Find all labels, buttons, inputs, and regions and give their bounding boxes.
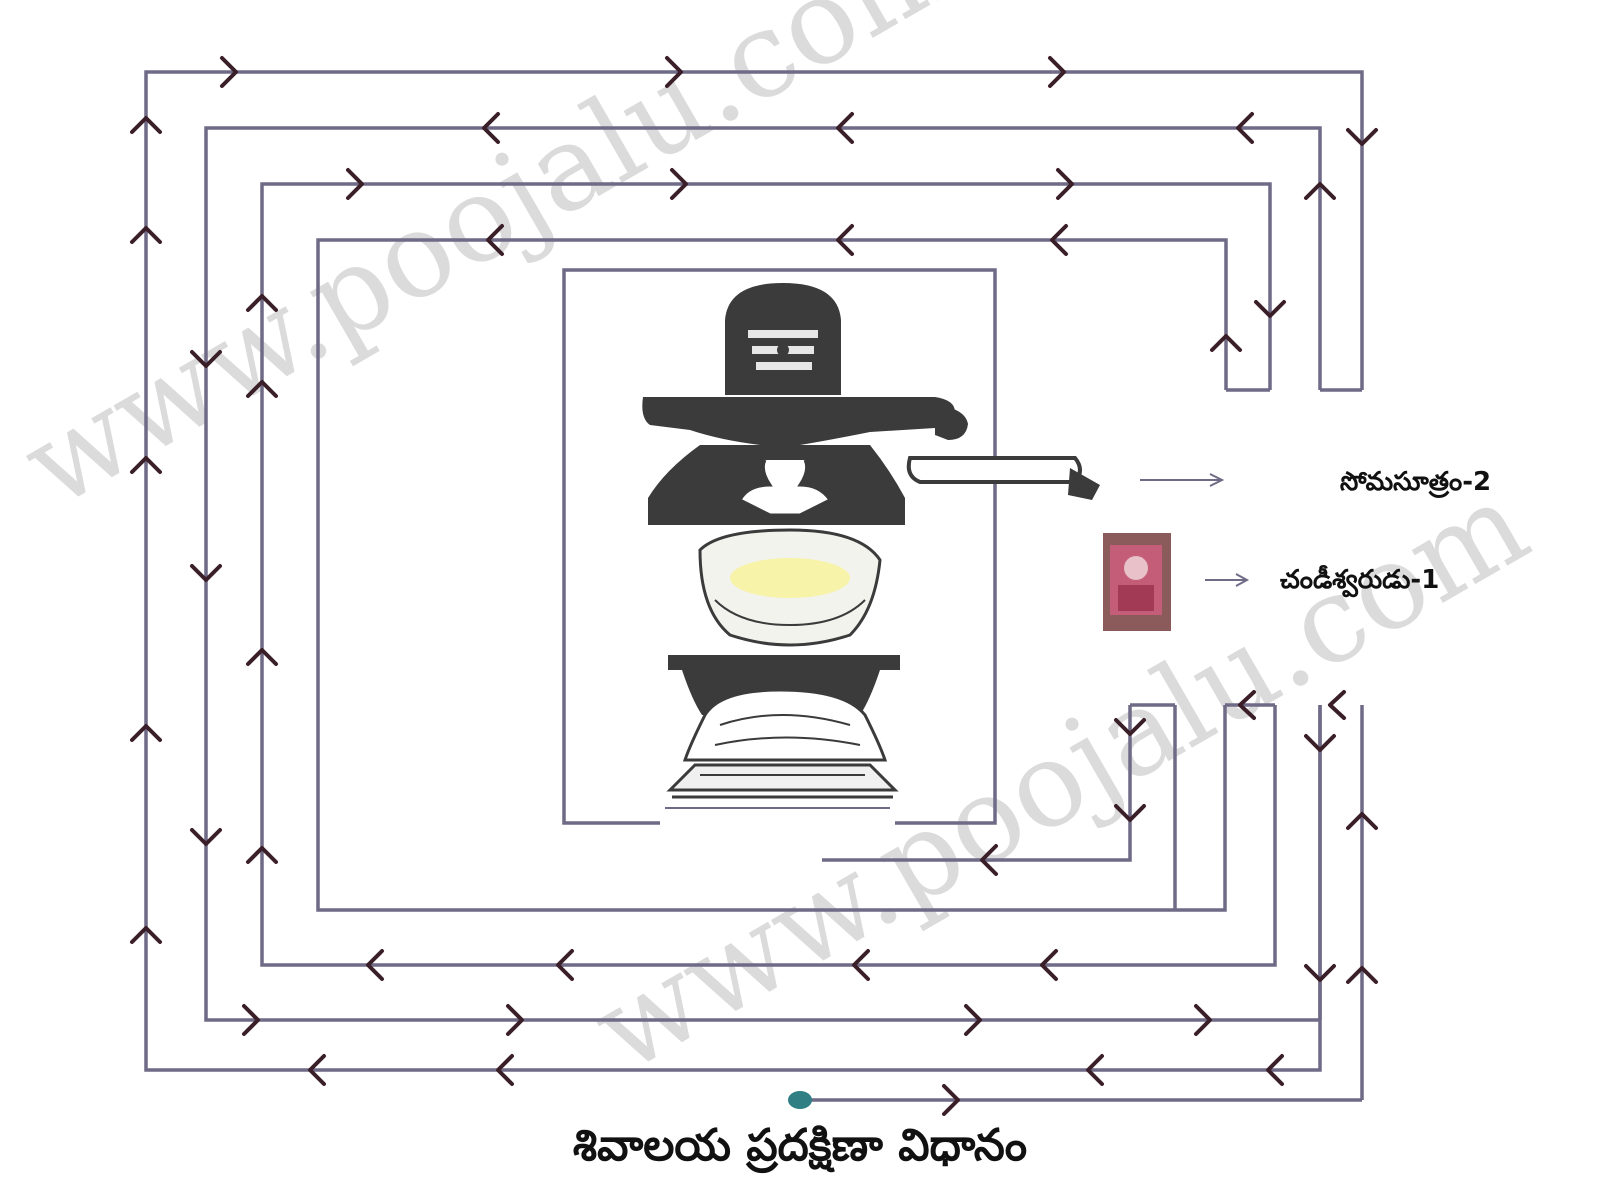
arrow-down (1304, 734, 1336, 752)
arrow-up (246, 846, 278, 864)
arrow-left (496, 1054, 514, 1086)
arrow-left (836, 224, 854, 256)
arrow-down (1254, 300, 1286, 318)
arrow-left (852, 949, 870, 981)
somasutram-arrow-head (1209, 473, 1225, 487)
arrow-down (190, 350, 222, 368)
arrow-up (130, 926, 162, 944)
arrow-up (1346, 966, 1378, 984)
chandeeshwara-picture-icon (1103, 533, 1171, 631)
arrow-up (246, 294, 278, 312)
arrow-left (1328, 690, 1346, 720)
arrow-down (190, 564, 222, 582)
arrow-right (506, 1004, 524, 1036)
arrow-right (665, 56, 683, 88)
path-loop-7 (822, 705, 1132, 862)
arrow-up (130, 724, 162, 742)
arrow-left (556, 949, 574, 981)
arrow-right (1056, 168, 1074, 200)
arrow-up (1304, 182, 1336, 200)
sanctum-wall (562, 268, 997, 825)
shiva-lingam-with-nandi-icon (642, 283, 1100, 799)
path-loop-3 (260, 182, 1277, 967)
arrow-right (964, 1004, 982, 1036)
arrow-left (1086, 1054, 1104, 1086)
diagram-title: శివాలయ ప్రదక్షిణా విధానం (573, 1120, 1027, 1174)
arrow-right (1194, 1004, 1212, 1036)
arrow-right (670, 168, 688, 200)
path-loop-2 (204, 126, 1322, 1022)
arrow-right (220, 56, 238, 88)
arrow-down (1114, 804, 1146, 822)
label-arrows (1140, 473, 1250, 587)
arrow-up (130, 226, 162, 244)
arrow-left (1236, 112, 1254, 144)
arrow-left (1238, 690, 1256, 720)
arrow-up (246, 648, 278, 666)
arrow-left (836, 112, 854, 144)
arrow-left (980, 844, 998, 876)
label-somasutram: సోమసూత్రం-2 (1340, 467, 1491, 498)
arrow-up (246, 380, 278, 398)
arrow-right (346, 168, 364, 200)
arrow-down (190, 828, 222, 846)
arrow-down (1114, 718, 1146, 736)
start-point-dot-icon (788, 1091, 812, 1109)
arrow-right (942, 1084, 960, 1116)
arrow-left (482, 112, 500, 144)
arrow-left (486, 224, 504, 256)
label-chandeeshwarudu: చండీశ్వరుడు-1 (1280, 564, 1439, 598)
arrow-up (130, 116, 162, 134)
arrow-up (130, 456, 162, 474)
direction-arrows (130, 56, 1378, 1116)
pradakshina-path (144, 70, 1364, 1102)
arrow-left (308, 1054, 326, 1086)
chandeeshwara-arrow-head (1235, 573, 1250, 587)
arrow-down (1304, 964, 1336, 982)
arrow-up (1346, 812, 1378, 830)
arrow-left (366, 949, 384, 981)
path-loop-4 (316, 238, 1228, 912)
arrow-left (1266, 1054, 1284, 1086)
arrow-left (1040, 949, 1058, 981)
garbhagudi (562, 268, 997, 825)
arrow-up (1210, 334, 1242, 352)
arrow-down (1346, 128, 1378, 146)
arrow-right (1048, 56, 1066, 88)
arrow-right (242, 1004, 260, 1036)
arrow-left (1050, 224, 1068, 256)
